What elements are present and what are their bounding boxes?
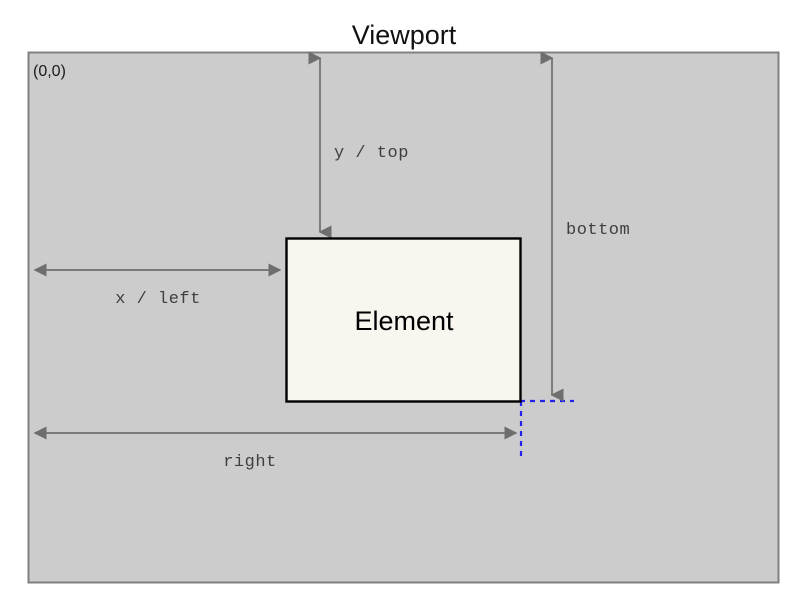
element-label: Element bbox=[354, 306, 454, 336]
page-title: Viewport bbox=[352, 20, 457, 50]
origin-coordinate-label: (0,0) bbox=[33, 63, 66, 80]
measure-label-right: right bbox=[223, 453, 277, 472]
measure-label-y-top: y / top bbox=[334, 144, 409, 163]
element-rect bbox=[285, 237, 522, 403]
measure-label-x-left: x / left bbox=[115, 290, 201, 309]
measure-label-bottom: bottom bbox=[566, 221, 630, 240]
